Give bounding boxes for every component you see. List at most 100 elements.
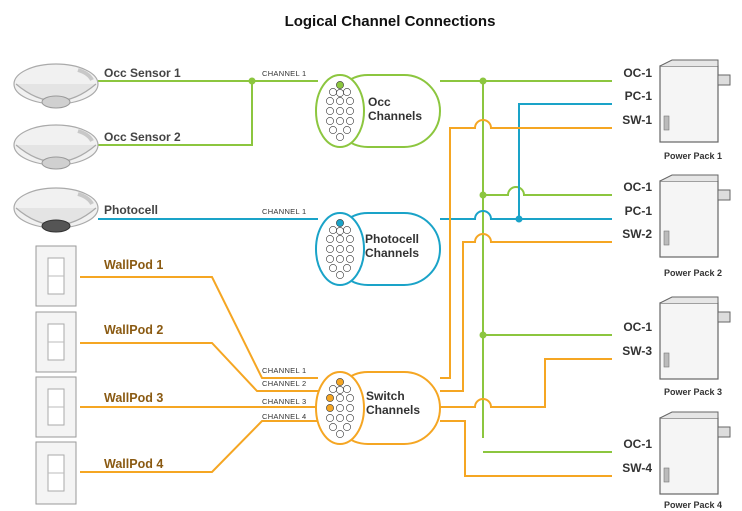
channel-dot — [346, 235, 354, 243]
channel-dot — [336, 89, 344, 97]
channel-dot — [329, 88, 337, 96]
channel-dot — [343, 264, 351, 272]
occ-sensor-2-wire — [98, 81, 253, 146]
occ-junction-dot — [248, 77, 256, 85]
channel-dot — [346, 394, 354, 402]
power-pack-3 — [659, 296, 731, 380]
channel-dot — [336, 133, 344, 141]
occ-bus-dot-1 — [479, 77, 487, 85]
channel-dot — [336, 117, 344, 125]
photocell-to-pp2-wire — [440, 210, 612, 220]
wallpod-4-label: WallPod 4 — [104, 457, 163, 471]
channel-dot — [326, 414, 334, 422]
switch-channel-4-label: CHANNEL 4 — [262, 412, 307, 421]
channel-dot — [329, 264, 337, 272]
occ-bus-dot-2 — [479, 191, 487, 199]
switch-wires — [80, 119, 612, 477]
switch-group-label-line2: Channels — [366, 403, 420, 417]
channel-dot — [343, 423, 351, 431]
channel-dot — [336, 245, 344, 253]
power-pack-4 — [659, 411, 731, 495]
wallpod-1-label: WallPod 1 — [104, 258, 163, 272]
wallpod-2-label: WallPod 2 — [104, 323, 163, 337]
channel-dot — [329, 385, 337, 393]
channel-dot — [336, 430, 344, 438]
switch-to-pp1-wire — [440, 119, 612, 379]
channel-dot — [326, 107, 334, 115]
channel-dot — [336, 378, 344, 386]
diagram-title: Logical Channel Connections — [285, 13, 496, 30]
photocell-junction-dot — [515, 215, 523, 223]
channel-dot — [336, 414, 344, 422]
channel-dot — [336, 81, 344, 89]
power-pack-1-label: Power Pack 1 — [664, 151, 722, 161]
photocell-group-label-line2: Channels — [365, 246, 419, 260]
pp4-port-oc1: OC-1 — [623, 437, 652, 451]
pp4-port-sw4: SW-4 — [622, 461, 652, 475]
channel-dot — [326, 404, 334, 412]
switch-group-label-line1: Switch — [366, 389, 405, 403]
channel-dot — [343, 226, 351, 234]
switch-to-pp3-wire — [440, 358, 612, 408]
occ-channel-dots — [326, 81, 354, 141]
wallpod-3 — [35, 376, 77, 438]
pp2-port-sw2: SW-2 — [622, 227, 652, 241]
channel-dot — [336, 227, 344, 235]
switch-channel-1-label: CHANNEL 1 — [262, 366, 307, 375]
occ-channels-group: Occ Channels — [315, 74, 441, 148]
occ-channel-label: CHANNEL 1 — [262, 69, 307, 78]
channel-dot — [343, 88, 351, 96]
channel-dot — [336, 255, 344, 263]
wallpod-1-wire — [80, 276, 318, 379]
pp1-port-sw1: SW-1 — [622, 113, 652, 127]
channel-dot — [336, 271, 344, 279]
wallpod-4 — [35, 441, 77, 505]
switch-to-pp4-wire — [440, 420, 612, 477]
channel-dot — [336, 107, 344, 115]
wallpod-1 — [35, 245, 77, 307]
channel-dot — [326, 117, 334, 125]
photocell-channel-dots — [326, 219, 354, 279]
switch-to-pp2-wire — [440, 233, 612, 392]
channel-dot — [329, 226, 337, 234]
occ-sensor-1 — [13, 63, 99, 109]
power-pack-3-label: Power Pack 3 — [664, 387, 722, 397]
wallpod-3-label: WallPod 3 — [104, 391, 163, 405]
channel-dot — [346, 255, 354, 263]
switch-channel-3-label: CHANNEL 3 — [262, 397, 307, 406]
photocell-wires — [98, 103, 612, 223]
occ-sensor-2-label: Occ Sensor 2 — [104, 130, 181, 144]
power-pack-2-label: Power Pack 2 — [664, 268, 722, 278]
pp3-port-oc1: OC-1 — [623, 320, 652, 334]
photocell-sensor — [13, 187, 99, 233]
channel-dot — [336, 235, 344, 243]
pp3-port-sw3: SW-3 — [622, 344, 652, 358]
switch-channels-group: Switch Channels — [315, 371, 441, 445]
channel-dot — [343, 126, 351, 134]
power-pack-4-label: Power Pack 4 — [664, 500, 722, 510]
channel-dot — [326, 255, 334, 263]
channel-dot — [346, 117, 354, 125]
channel-dot — [336, 97, 344, 105]
channel-dot — [336, 219, 344, 227]
switch-channel-dots — [326, 378, 354, 438]
occ-sensor-2 — [13, 124, 99, 170]
photocell-channels-group: Photocell Channels — [315, 212, 441, 286]
channel-dot — [343, 385, 351, 393]
channel-dot — [336, 404, 344, 412]
photocell-channel-label: CHANNEL 1 — [262, 207, 307, 216]
occ-sensor-1-label: Occ Sensor 1 — [104, 66, 181, 80]
channel-dot — [346, 107, 354, 115]
pp2-port-pc1: PC-1 — [625, 204, 653, 218]
power-pack-2 — [659, 174, 731, 258]
channel-dot — [346, 97, 354, 105]
wallpod-2-wire — [80, 342, 318, 392]
power-pack-1 — [659, 59, 731, 143]
channel-dot — [346, 404, 354, 412]
wallpod-4-wire — [80, 420, 318, 473]
channel-dot — [346, 245, 354, 253]
channel-dot — [329, 423, 337, 431]
channel-dot — [336, 386, 344, 394]
channel-dot — [326, 97, 334, 105]
photocell-group-label-line1: Photocell — [365, 232, 419, 246]
